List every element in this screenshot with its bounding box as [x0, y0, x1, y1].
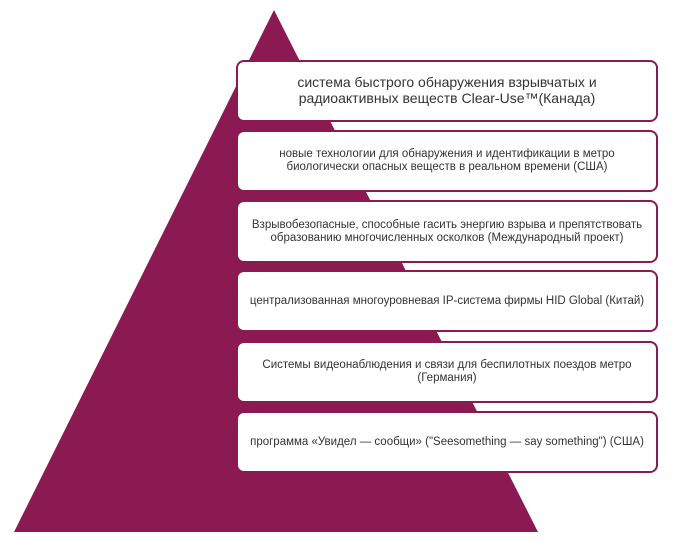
pyramid-level-5-box: Системы видеонаблюдения и связи для бесп… — [236, 341, 658, 403]
pyramid-level-6-text: программа «Увидел — сообщи» ("Seesomethi… — [250, 435, 644, 448]
pyramid-level-1-box: система быстрого обнаружения взрывчатых … — [236, 60, 658, 122]
pyramid-level-2-text: новые технологии для обнаружения и идент… — [279, 148, 615, 173]
pyramid-level-4-box: централизованная многоуровневая IP-систе… — [236, 270, 658, 332]
pyramid-level-3-text: Взрывобезопасные, способные гасить энерг… — [251, 218, 643, 244]
pyramid-level-4-text: централизованная многоуровневая IP-систе… — [249, 294, 645, 307]
pyramid-level-2-box: новые технологии для обнаружения и идент… — [236, 130, 658, 192]
pyramid-level-3-box: Взрывобезопасные, способные гасить энерг… — [236, 200, 658, 263]
pyramid-level-1-text: система быстрого обнаружения взрывчатых … — [297, 74, 597, 106]
pyramid-level-5-text: Системы видеонаблюдения и связи для бесп… — [262, 359, 632, 384]
pyramid-level-6-box: программа «Увидел — сообщи» ("Seesomethi… — [236, 411, 658, 473]
